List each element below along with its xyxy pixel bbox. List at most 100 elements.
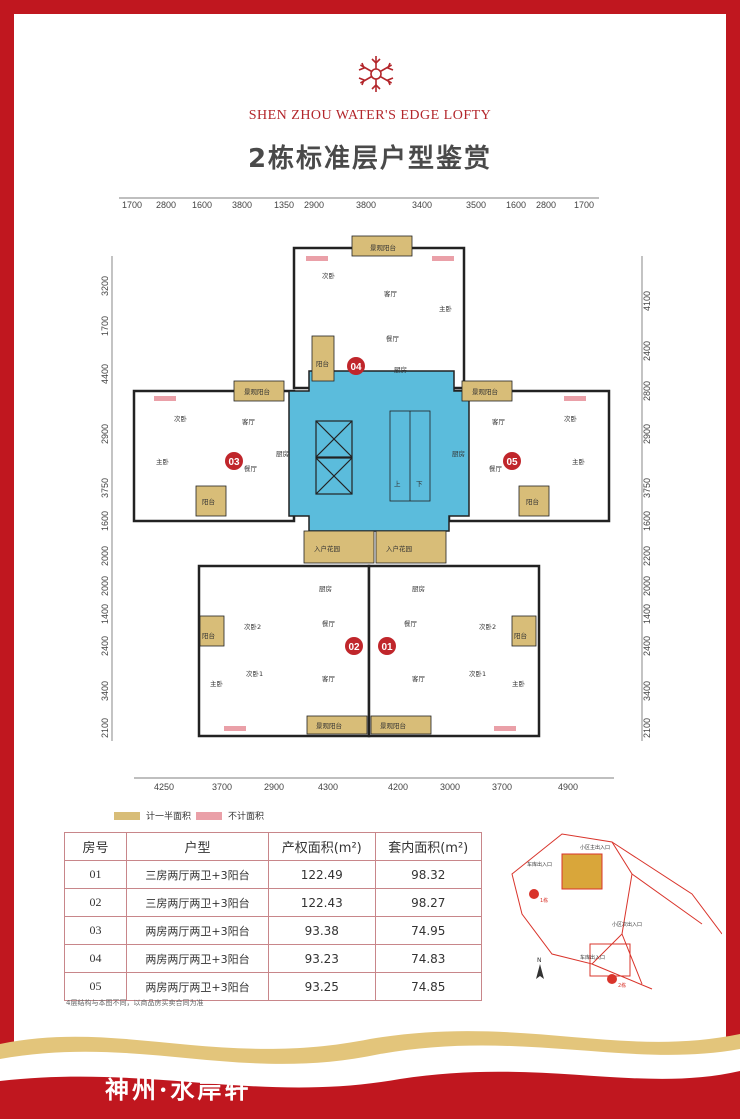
left-dimensions: 3200 1700 4400 2900 3750 1600 2000 2000 …	[100, 256, 113, 741]
unit-marker-01: 01	[381, 642, 393, 653]
project-name: 神州·水岸轩	[105, 1075, 252, 1104]
room-master-05: 主卧	[572, 457, 586, 466]
room-master-04: 主卧	[439, 304, 453, 313]
half-area-zones	[195, 235, 550, 735]
room-view-balcony-02: 景观阳台	[316, 721, 342, 730]
top-dimensions: 1700 2800 1600 3800 1350 2900 3800 3400 …	[119, 197, 599, 210]
cell-inner-area: 74.85	[374, 972, 482, 1001]
cell-layout: 两房两厅两卫+3阳台	[126, 916, 269, 945]
room-master-02: 主卧	[210, 679, 224, 688]
dim-right-11: 3400	[642, 681, 652, 701]
room-kitchen-04: 厨房	[394, 365, 407, 374]
sitemap-building-1: 1栋	[540, 897, 548, 904]
bottom-dimensions: 4250 3700 2900 4300 4200 3000 3700 4900	[134, 777, 614, 792]
right-dimensions: 4100 2400 2800 2900 3750 1600 2200 2000 …	[641, 256, 652, 741]
room-living-01: 客厅	[412, 674, 426, 683]
room-living-04: 客厅	[384, 289, 398, 298]
sitemap-building-2: 2栋	[618, 982, 626, 989]
room-bedroom-03: 次卧	[174, 414, 188, 423]
room-kitchen-03: 厨房	[276, 449, 289, 458]
table-row: 03 两房两厅两卫+3阳台 93.38 74.95	[64, 916, 482, 945]
table-header-row: 房号 户型 产权面积(m²) 套内面积(m²)	[64, 832, 482, 861]
table-row: 04 两房两厅两卫+3阳台 93.23 74.83	[64, 944, 482, 973]
cell-title-area: 93.25	[268, 972, 376, 1001]
dim-bottom-6: 3000	[440, 782, 460, 792]
room-garden-01: 入户花园	[386, 544, 412, 553]
dim-left-3: 4400	[100, 364, 110, 384]
room-dining-05: 餐厅	[489, 464, 503, 473]
legend-no-area-swatch	[196, 811, 222, 820]
svg-text:N: N	[537, 957, 542, 964]
dim-left-10: 2400	[100, 636, 110, 656]
dim-top-4: 3800	[232, 200, 252, 210]
room-bedroom-04: 次卧	[322, 271, 336, 280]
stair-up-label: 上	[394, 479, 401, 488]
dim-left-2: 1700	[100, 316, 110, 336]
room-bedroom-05: 次卧	[564, 414, 578, 423]
snowflake-logo-icon	[358, 56, 394, 92]
room-living-03: 客厅	[242, 417, 256, 426]
cell-unit-no: 02	[64, 888, 127, 917]
dim-left-1: 3200	[100, 276, 110, 296]
dim-left-7: 2000	[100, 546, 110, 566]
dim-bottom-1: 4250	[154, 782, 174, 792]
table-row: 05 两房两厅两卫+3阳台 93.25 74.85	[64, 972, 482, 1001]
room-bedroom1-02: 次卧1	[246, 669, 263, 678]
cell-title-area: 122.49	[268, 860, 376, 889]
dim-top-1: 1700	[122, 200, 142, 210]
dim-right-8: 2000	[642, 576, 652, 596]
col-title-area: 产权面积(m²)	[268, 832, 376, 861]
room-view-balcony-01: 景观阳台	[380, 721, 406, 730]
col-unit-no: 房号	[64, 832, 127, 861]
room-dining-01: 餐厅	[404, 619, 418, 628]
col-inner-area: 套内面积(m²)	[374, 832, 482, 861]
floor-plan: 1700 2800 1600 3800 1350 2900 3800 3400 …	[100, 197, 652, 792]
sitemap-garage-1: 车库出入口	[527, 861, 552, 868]
brand-name: SHEN ZHOU WATER'S EDGE LOFTY	[248, 108, 492, 123]
dim-top-6: 2900	[304, 200, 324, 210]
room-bedroom2-01: 次卧2	[479, 622, 496, 631]
room-kitchen-05: 厨房	[452, 449, 465, 458]
room-view-balcony-03: 景观阳台	[244, 387, 270, 396]
dim-bottom-7: 3700	[492, 782, 512, 792]
room-master-03: 主卧	[156, 457, 170, 466]
dim-top-10: 1600	[506, 200, 526, 210]
legend-half-area-swatch	[114, 811, 140, 820]
room-balcony-03: 阳台	[202, 497, 215, 506]
room-bedroom2-02: 次卧2	[244, 622, 261, 631]
dim-right-1: 4100	[642, 291, 652, 311]
room-balcony-02: 阳台	[202, 631, 215, 640]
non-area-zones	[154, 256, 586, 731]
footer-wave	[0, 1031, 740, 1119]
dim-left-9: 1400	[100, 604, 110, 624]
cell-inner-area: 98.32	[374, 860, 482, 889]
dim-top-3: 1600	[192, 200, 212, 210]
cell-inner-area: 74.83	[374, 944, 482, 973]
room-master-01: 主卧	[512, 679, 526, 688]
dim-right-3: 2800	[642, 381, 652, 401]
sitemap-main-gate: 小区主出入口	[580, 844, 610, 851]
room-view-balcony-04: 景观阳台	[370, 243, 396, 252]
cell-unit-no: 04	[64, 944, 127, 973]
dim-top-9: 3500	[466, 200, 486, 210]
cell-title-area: 122.43	[268, 888, 376, 917]
unit-markers: 04 03 05 02 01	[225, 357, 521, 655]
cell-unit-no: 05	[64, 972, 127, 1001]
unit-marker-05: 05	[506, 457, 518, 468]
dim-top-11: 2800	[536, 200, 556, 210]
cell-layout: 三房两厅两卫+3阳台	[126, 888, 269, 917]
room-bedroom1-01: 次卧1	[469, 669, 486, 678]
room-kitchen-01: 厨房	[412, 584, 425, 593]
unit-marker-02: 02	[348, 642, 360, 653]
cell-inner-area: 98.27	[374, 888, 482, 917]
poster-sheet: SHEN ZHOU WATER'S EDGE LOFTY 2栋标准层户型鉴赏 1…	[14, 14, 726, 1119]
cell-layout: 两房两厅两卫+3阳台	[126, 944, 269, 973]
dim-left-5: 3750	[100, 478, 110, 498]
table-row: 02 三房两厅两卫+3阳台 122.43 98.27	[64, 888, 482, 917]
stairs	[389, 410, 431, 502]
disclaimer-note: 4层结构与本图不同，以商品房买卖合同为准	[66, 999, 204, 1007]
sitemap-marker-icon	[529, 889, 539, 899]
cell-layout: 两房两厅两卫+3阳台	[126, 972, 269, 1001]
sitemap-garage-2: 车库出入口	[580, 954, 605, 961]
dim-left-11: 3400	[100, 681, 110, 701]
